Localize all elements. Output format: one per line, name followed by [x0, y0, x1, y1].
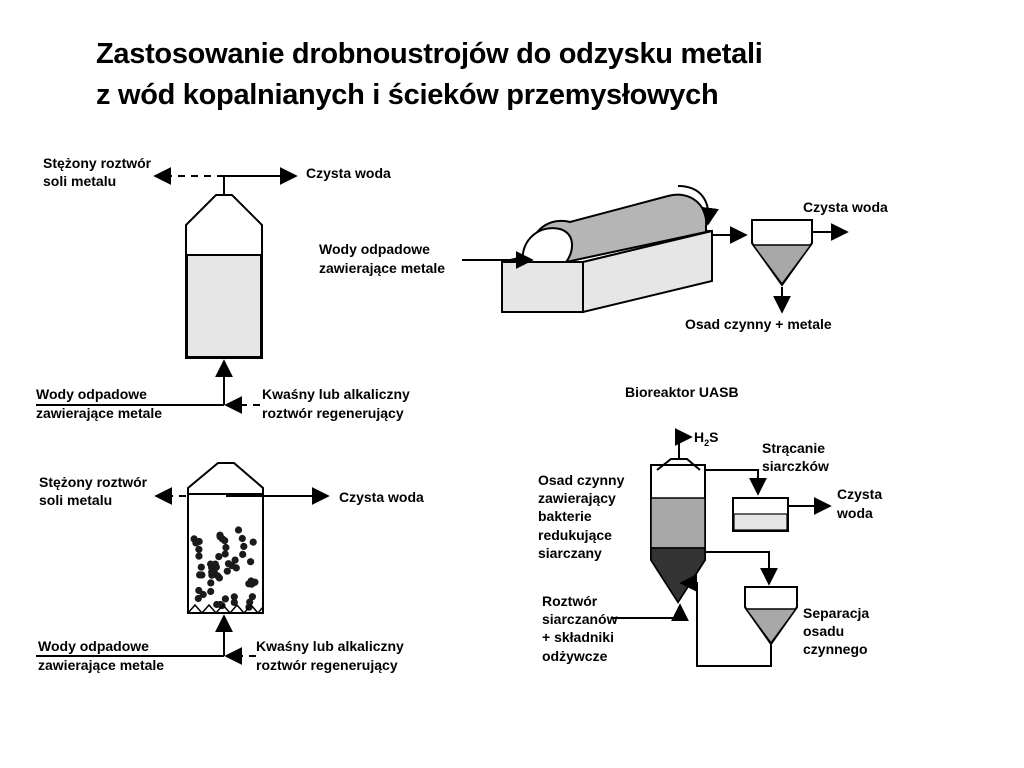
resin-bead: [192, 539, 200, 547]
panel-bottom-right: Bioreaktor UASB H2S Strącanie siarczków …: [538, 384, 882, 667]
column-top-left-bed: [186, 254, 262, 358]
regen-label-2: roztwór regenerujący: [262, 405, 404, 421]
feed-label-3: + składniki: [542, 629, 614, 645]
feed-label-2: siarczanów: [542, 611, 618, 627]
resin-bead: [249, 538, 257, 546]
page-title: Zastosowanie drobnoustrojów do odzysku m…: [96, 34, 763, 116]
effluent-to-precipitation: [705, 469, 767, 496]
separation-label-2: osadu: [803, 623, 844, 639]
panel-bottom-left: Stężony roztwór soli metalu Czysta woda …: [36, 462, 424, 673]
resin-bead: [231, 556, 239, 564]
concentrate-label-2: soli metalu: [43, 173, 116, 189]
uasb-heading: Bioreaktor UASB: [625, 384, 739, 400]
resin-bead: [222, 543, 230, 552]
wastewater-label-1: Wody odpadowe: [38, 638, 149, 654]
sludge-recycle: [679, 574, 772, 667]
resin-bead: [248, 593, 256, 601]
resin-bead: [207, 579, 215, 587]
h2s-label: H2S: [694, 429, 718, 448]
clean-water-label-1: Czysta: [837, 486, 882, 502]
precipitation-label-2: siarczków: [762, 458, 829, 474]
clean-water-label: Czysta woda: [803, 199, 888, 215]
panel-top-right: Czysta woda Wody odpadowe zawierające me…: [319, 185, 888, 332]
clean-water-label-2: woda: [836, 505, 873, 521]
sludge-label-2: zawierający: [538, 490, 616, 506]
concentrate-label-2: soli metalu: [39, 492, 112, 508]
sludge-label-1: Osad czynny: [538, 472, 625, 488]
sludge-label: Osad czynny + metale: [685, 316, 832, 332]
rotation-arrow: [677, 185, 719, 226]
resin-bead: [216, 533, 224, 541]
resin-bead: [214, 572, 222, 580]
resin-bead: [248, 580, 256, 588]
wastewater-label-1: Wody odpadowe: [319, 241, 430, 257]
sulfate-feed-arrow: [612, 603, 689, 622]
resin-beads: [190, 526, 259, 611]
resin-bead: [215, 553, 223, 561]
resin-bead: [199, 590, 207, 599]
resin-bead: [230, 593, 238, 601]
sludge-label-5: siarczany: [538, 545, 602, 561]
resin-bead: [195, 552, 203, 560]
resin-bead: [221, 595, 229, 603]
resin-bead: [234, 526, 243, 534]
separation-label-3: czynnego: [803, 641, 868, 657]
resin-bead: [195, 545, 203, 554]
resin-bead: [240, 542, 248, 551]
separation-sludge: [744, 608, 798, 645]
resin-bead: [239, 550, 247, 559]
resin-bead: [228, 562, 236, 570]
precipitation-label-1: Strącanie: [762, 440, 825, 456]
feed-label-4: odżywcze: [542, 648, 608, 664]
resin-bead: [211, 560, 219, 568]
resin-bead: [221, 550, 229, 558]
wastewater-label-2: zawierające metale: [36, 405, 162, 421]
wastewater-label-1: Wody odpadowe: [36, 386, 147, 402]
support-grid: [187, 603, 264, 615]
reactor-middle-zone: [650, 497, 706, 549]
regen-label-1: Kwaśny lub alkaliczny: [256, 638, 404, 654]
resin-bead: [223, 567, 231, 575]
settler-sludge: [751, 244, 813, 286]
drum-end: [521, 227, 573, 263]
title-line-2: z wód kopalnianych i ścieków przemysłowy…: [96, 79, 719, 111]
resin-bead: [207, 587, 215, 596]
resin-bead: [198, 571, 206, 579]
concentrate-label-1: Stężony roztwór: [39, 474, 148, 490]
separation-label-1: Separacja: [803, 605, 869, 621]
resin-bead: [238, 534, 246, 543]
resin-bead: [194, 594, 202, 603]
resin-bead: [197, 563, 205, 571]
sludge-label-3: bakterie: [538, 508, 592, 524]
title-line-1: Zastosowanie drobnoustrojów do odzysku m…: [96, 38, 763, 70]
resin-bead: [247, 558, 255, 566]
precipitation-liquid: [733, 513, 788, 531]
wastewater-label-2: zawierające metale: [38, 657, 164, 673]
wastewater-label-2: zawierające metale: [319, 260, 445, 276]
clean-water-label: Czysta woda: [339, 489, 424, 505]
feed-label-1: Roztwór: [542, 593, 598, 609]
regen-label-1: Kwaśny lub alkaliczny: [262, 386, 410, 402]
trough-front: [501, 261, 584, 313]
trough-side: [582, 229, 713, 314]
clean-water-label: Czysta woda: [306, 165, 391, 181]
panel-top-left: Stężony roztwór soli metalu Czysta woda …: [36, 155, 410, 421]
concentrate-label-1: Stężony roztwór: [43, 155, 152, 171]
resin-bead: [213, 600, 221, 609]
sludge-label-4: redukujące: [538, 527, 612, 543]
sludge-to-separation: [705, 551, 778, 586]
resin-bead: [230, 598, 238, 607]
regen-label-2: roztwór regenerujący: [256, 657, 398, 673]
